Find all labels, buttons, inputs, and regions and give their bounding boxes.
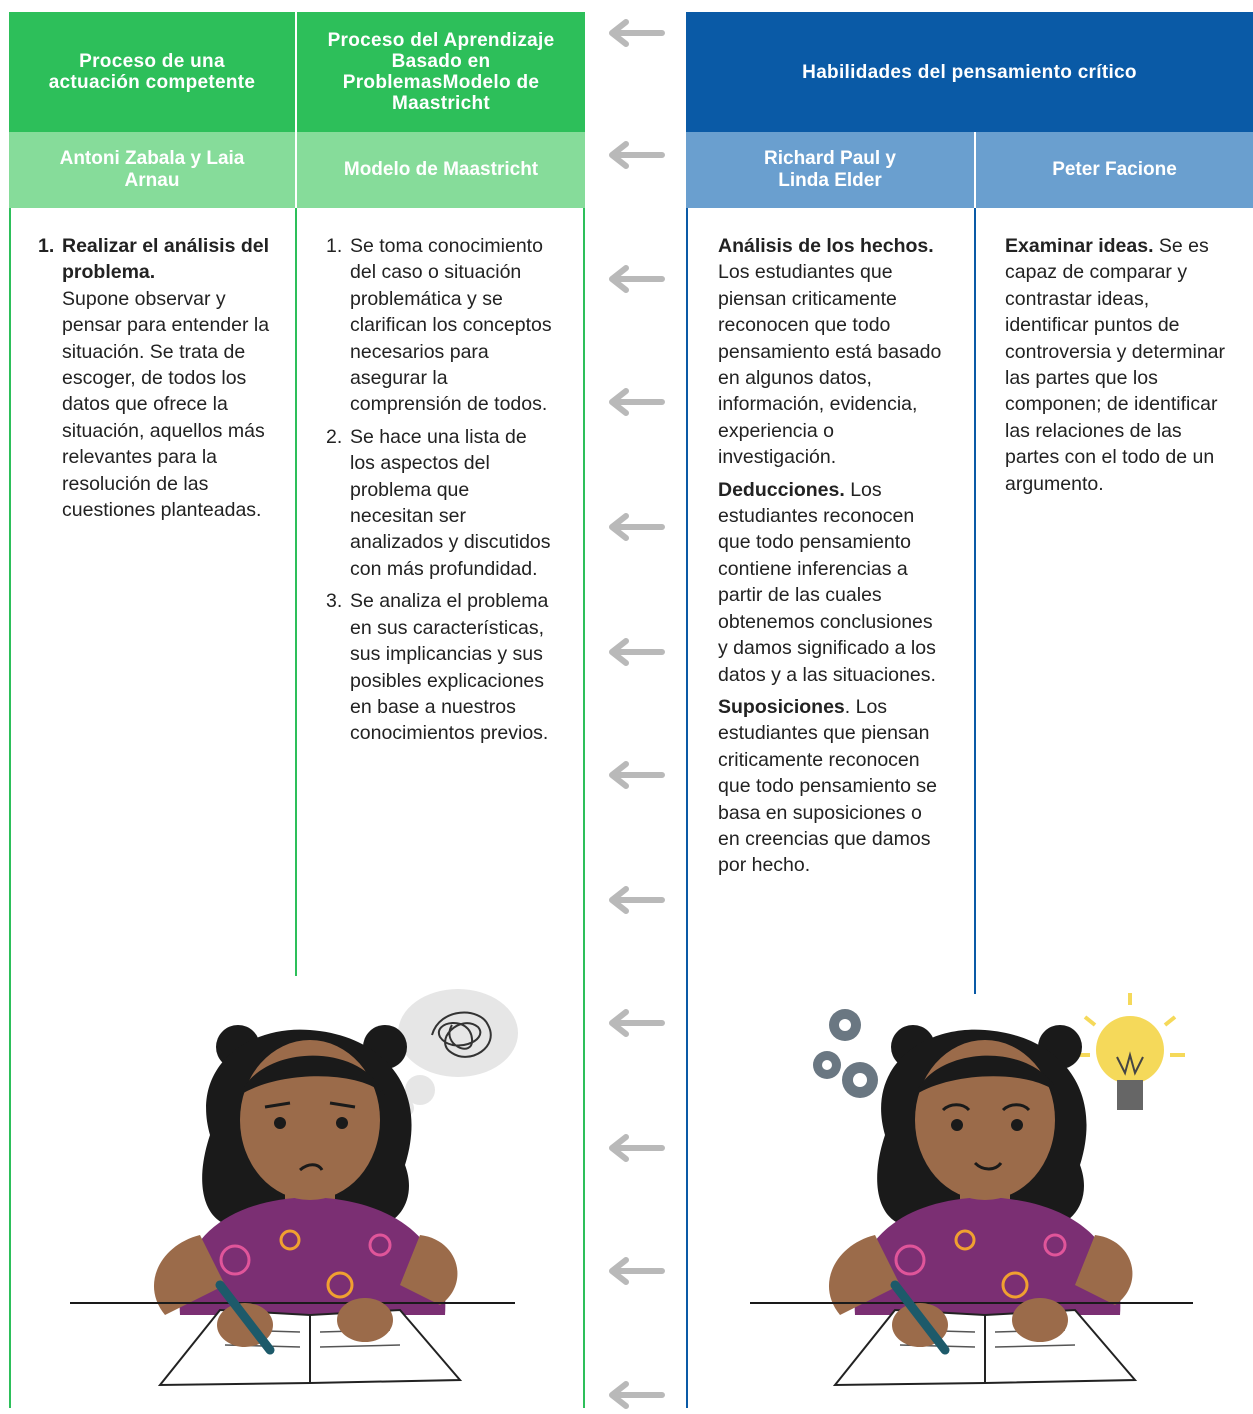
right-panel-divider (974, 208, 976, 994)
shirt (854, 1197, 1121, 1315)
right-col2-content: Examinar ideas. Se es capaz de comparar … (1005, 233, 1227, 503)
right-col2-subheader-text: Peter Facione (1052, 159, 1177, 180)
lightbulb-icon (1075, 993, 1185, 1110)
item-text: Se es capaz de comparar y contrastar ide… (1005, 235, 1226, 495)
left-col1-header-text: Proceso de una actuación competente (48, 51, 256, 93)
arrow-left-icon (609, 638, 665, 666)
list-item-number: 2. (326, 425, 343, 448)
arrow-left-icon (609, 513, 665, 541)
list-item: Análisis de los hechos. Los estudiantes … (718, 233, 944, 471)
item-text: Los estudiantes reconocen que todo pensa… (718, 478, 936, 686)
item-text: . Los estudiantes que piensan criticamen… (718, 695, 937, 877)
item-text: Los estudiantes que piensan criticamente… (718, 261, 942, 469)
illustration-thinking-student (750, 993, 1193, 1387)
left-col2-header-text: Proceso del Aprendizaje Basado en Proble… (327, 30, 555, 114)
arrow-left-icon (609, 1381, 665, 1409)
list-item-text: Se hace una lista de los aspectos del pr… (350, 425, 551, 580)
arrow-left-icon (609, 141, 665, 169)
arrow-left-icon (609, 1257, 665, 1285)
left-col2-subheader-text: Modelo de Maastricht (343, 159, 539, 180)
arrow-left-icon (609, 1009, 665, 1037)
arrow-left-icon (609, 388, 665, 416)
header-divider (295, 12, 297, 208)
arrow-left-icon (609, 886, 665, 914)
subheader-divider (974, 132, 976, 208)
arrow-left-icon (609, 19, 665, 47)
thought-bubble-icon (396, 989, 518, 1117)
left-col2-header: Proceso del Aprendizaje Basado en Proble… (297, 12, 585, 132)
right-col1-subheader: Richard Paul y Linda Elder (686, 132, 974, 208)
shirt (179, 1197, 446, 1315)
list-item: 1. Se toma conocimiento del caso o situac… (326, 233, 552, 418)
left-col2-content: 1. Se toma conocimiento del caso o situac… (326, 233, 552, 753)
step-title: Realizar el análisis del problema. (62, 235, 270, 284)
step-body: Supone observar y pensar para entender l… (62, 287, 270, 522)
list-item-number: 3. (326, 590, 343, 613)
arrow-left-icon (609, 761, 665, 789)
left-panel-border-left (9, 208, 11, 1408)
list-item: Deducciones. Los estudiantes reconocen q… (718, 477, 944, 688)
list-item-number: 1. (326, 235, 343, 257)
list-item-text: Se analiza el problema en sus caracterís… (350, 590, 549, 745)
item-title: Deducciones. (718, 478, 845, 501)
illustration-confused-student (70, 989, 518, 1387)
right-header: Habilidades del pensamiento crítico (686, 12, 1253, 132)
step-number: 1. (38, 235, 55, 257)
arrow-left-icon (609, 1134, 665, 1162)
left-panel-divider (295, 208, 297, 976)
item-title: Suposiciones (718, 695, 845, 718)
right-col2-subheader: Peter Facione (976, 132, 1253, 208)
pencil-icon (890, 1280, 950, 1355)
right-header-text: Habilidades del pensamiento crítico (802, 61, 1137, 83)
pencil-icon (215, 1280, 275, 1355)
left-col1-subheader: Antoni Zabala y Laia Arnau (9, 132, 295, 208)
left-col1-subheader-text: Antoni Zabala y Laia Arnau (59, 148, 245, 191)
left-col1-header: Proceso de una actuación competente (9, 12, 295, 132)
list-item: Examinar ideas. Se es capaz de comparar … (1005, 233, 1227, 497)
list-item: Suposiciones. Los estudiantes que piensa… (718, 694, 944, 879)
list-item: 2. Se hace una lista de los aspectos del … (326, 424, 552, 582)
right-col1-content: Análisis de los hechos. Los estudiantes … (718, 233, 944, 885)
left-col1-content: 1. Realizar el análisis del problema. Su… (38, 233, 278, 523)
item-title: Examinar ideas. (1005, 235, 1154, 257)
list-item: 3. Se analiza el problema en sus caracter… (326, 588, 552, 746)
item-title: Análisis de los hechos. (718, 235, 934, 257)
left-col2-subheader: Modelo de Maastricht (297, 132, 585, 208)
left-panel-border-right (583, 208, 585, 1408)
gears-icon (813, 1009, 878, 1098)
arrow-left-icon (609, 265, 665, 293)
list-item-text: Se toma conocimiento del caso o situació… (350, 235, 552, 416)
right-panel-border-left (686, 208, 688, 1408)
right-col1-subheader-text: Richard Paul y Linda Elder (764, 148, 896, 191)
